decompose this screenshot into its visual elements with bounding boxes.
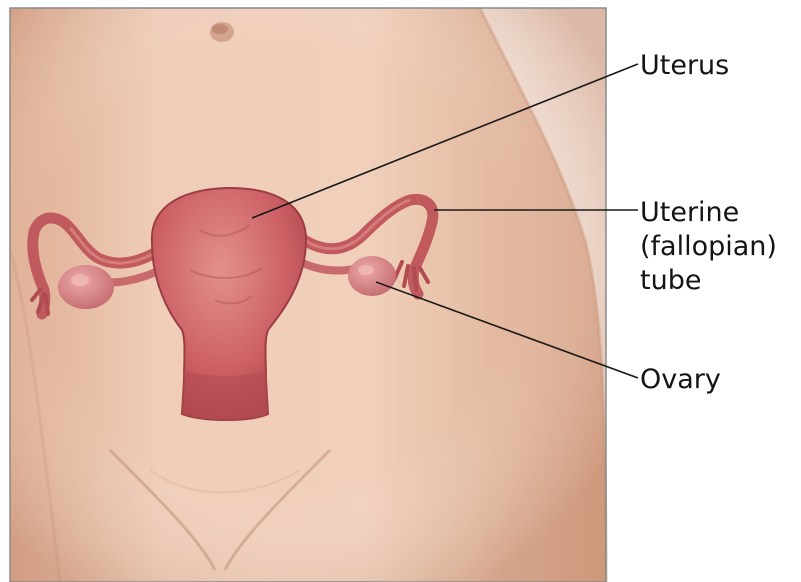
uterus-label: Uterus [640,49,729,83]
uterine-tube-label: Uterine (fallopian) tube [640,196,777,298]
uterine-tube-label-line-1: Uterine [640,196,777,230]
right-ovary [348,256,396,296]
left-ovary [58,265,114,309]
ovary-label: Ovary [640,363,721,397]
uterine-tube-label-line-2: (fallopian) [640,230,777,264]
uterine-tube-label-line-3: tube [640,264,777,298]
